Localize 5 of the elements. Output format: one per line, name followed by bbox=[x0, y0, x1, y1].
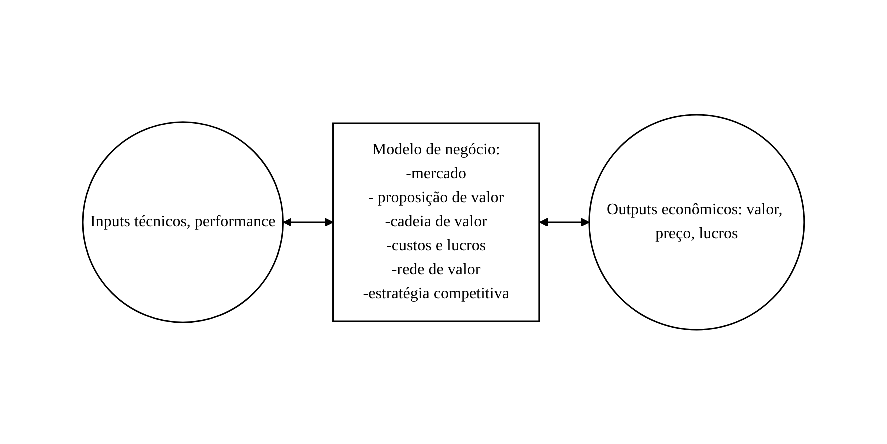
node-circle: Inputs técnicos, performance bbox=[82, 121, 284, 323]
arrow bbox=[283, 218, 334, 226]
node-circle: Outputs econômicos: valor, preço, lucros bbox=[588, 114, 805, 330]
node-box: Modelo de negócio: -mercado - proposição de valor -cadeia de valor -custos e lucros -rede de valor -estratégia competitiva bbox=[332, 122, 540, 322]
arrow bbox=[539, 218, 590, 226]
